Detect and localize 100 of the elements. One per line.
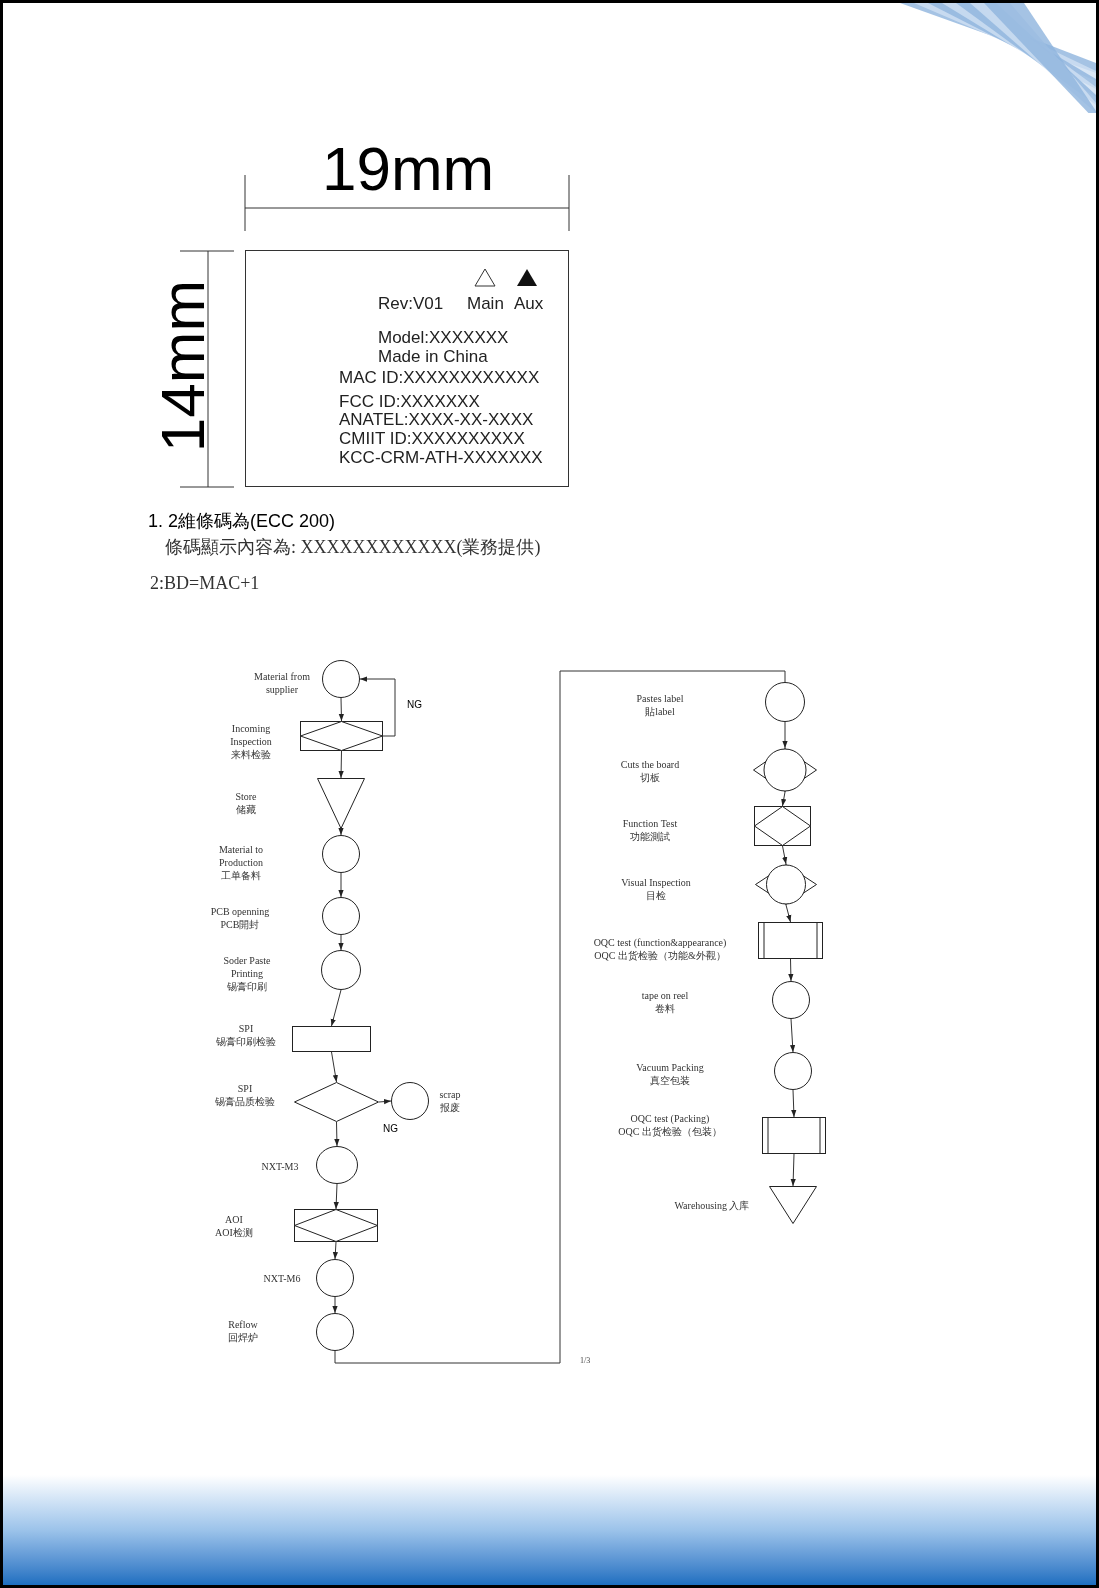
step-label: Store [235,790,257,803]
inspection-symbol [294,1209,378,1242]
step-label: 功能測試 [630,830,670,843]
flow-arrow [789,1018,796,1053]
step-label: NXT-M6 [263,1272,301,1285]
process-circle [316,1313,354,1351]
step-label: Incoming Inspection [229,722,273,748]
step-label: 貼label [645,705,675,718]
step-label: Visual Inspection [621,876,691,889]
step-label: SPI [237,1082,253,1095]
process-box [292,1026,371,1052]
step-label: 锡膏印刷检验 [216,1035,276,1048]
step-label: PCB openning [210,905,270,918]
flow-arrow [334,1121,340,1147]
process-circle [322,897,360,935]
flow-arrow [338,872,344,898]
step-label: 锡膏印刷 [227,980,267,993]
step-label: 目检 [646,889,666,902]
note-text: 1. 2維條碼為(ECC 200) [148,512,336,530]
process-circle [322,660,360,698]
inspection-symbol [753,748,817,792]
step-label: 真空包装 [650,1074,690,1087]
storage-triangle [317,778,365,829]
label-text: CMIIT ID:XXXXXXXXXX [339,430,525,447]
step-label: OQC test (Packing) [630,1112,710,1125]
subprocess-box [762,1117,826,1154]
subprocess-box [758,922,823,959]
process-circle [321,950,361,990]
flow-arrow [338,697,344,722]
flow-arrow [782,721,788,749]
step-label: Reflow [228,1318,258,1331]
step-label: 来料检验 [231,748,271,761]
process-circle [316,1146,358,1184]
flow-arrow [330,989,342,1027]
label-text: FCC ID:XXXXXXX [339,393,480,410]
label-text: ANATEL:XXXX-XX-XXXX [339,411,534,428]
step-label: Soder Paste Printing [222,954,272,980]
storage-triangle [769,1186,817,1224]
label-text: Main [467,295,504,312]
step-label: OQC 出货检验（包装） [618,1125,722,1138]
flow-arrow [790,1153,796,1187]
step-label: 工单备料 [221,869,261,882]
flow-arrow [338,750,344,779]
step-label: SPI [238,1022,254,1035]
label-text: MAC ID:XXXXXXXXXXXX [339,369,540,386]
flow-arrow [332,1296,338,1314]
flow-arrow [788,958,794,982]
flow-arrow [782,845,788,865]
flow-arrow [785,904,792,923]
process-circle [774,1052,812,1090]
step-label: 卷料 [655,1002,675,1015]
label-text: Made in China [378,348,488,365]
step-label: Material to Production [217,843,265,869]
page-number: 1/3 [580,1357,591,1365]
label-text: Model:XXXXXXX [378,329,509,346]
step-label: 锡膏品质检验 [215,1095,275,1108]
dimension-label: 14mm [152,279,215,453]
step-label: AOI检测 [215,1226,253,1239]
step-label: PCB開封 [220,918,260,931]
step-label: Material from supplier [253,670,311,696]
decision-diamond [294,1082,379,1122]
flow-arrow [333,1183,339,1210]
step-label: AOI [225,1213,243,1226]
step-label: 切板 [640,771,660,784]
step-label: Vacuum Packing [636,1061,704,1074]
flow-arrow [378,1098,392,1105]
label-text: Aux [514,295,544,312]
inspection-symbol [755,864,817,905]
note-text: 條碼顯示內容為: XXXXXXXXXXXX(業務提供) [165,538,541,556]
flow-arrow [338,828,344,836]
process-circle [391,1082,429,1120]
step-label: OQC test (function&appearance) [593,936,727,949]
flow-arrow [332,1241,339,1260]
note-text: 2:BD=MAC+1 [150,574,260,592]
process-circle [322,835,360,873]
label-text: KCC-CRM-ATH-XXXXXXX [339,449,543,466]
step-label: Pastes label [636,692,684,705]
step-label: tape on reel [641,989,689,1002]
inspection-symbol [300,721,383,751]
process-circle [772,981,810,1019]
inspection-symbol [754,806,811,846]
dimension-label: 19mm [322,138,495,200]
step-label: scrap [439,1088,461,1101]
step-label: NXT-M3 [261,1160,299,1173]
step-label: 回焊炉 [228,1331,258,1344]
step-label: Warehousing 入库 [674,1199,750,1212]
step-label: 报废 [440,1101,460,1114]
flow-arrow [338,934,344,951]
step-label: Cuts the board [620,758,680,771]
step-label: 储藏 [236,803,256,816]
edge-label: NG [382,1124,399,1134]
edge-label: NG [406,700,423,710]
step-label: Function Test [622,817,678,830]
process-circle [316,1259,354,1297]
step-label: OQC 出货检验（功能&外觀） [594,949,726,962]
flow-arrow [331,1051,338,1083]
flow-arrow [781,791,787,807]
flow-arrow [359,676,396,737]
product-label-card [245,250,569,487]
flow-arrow [791,1089,797,1118]
